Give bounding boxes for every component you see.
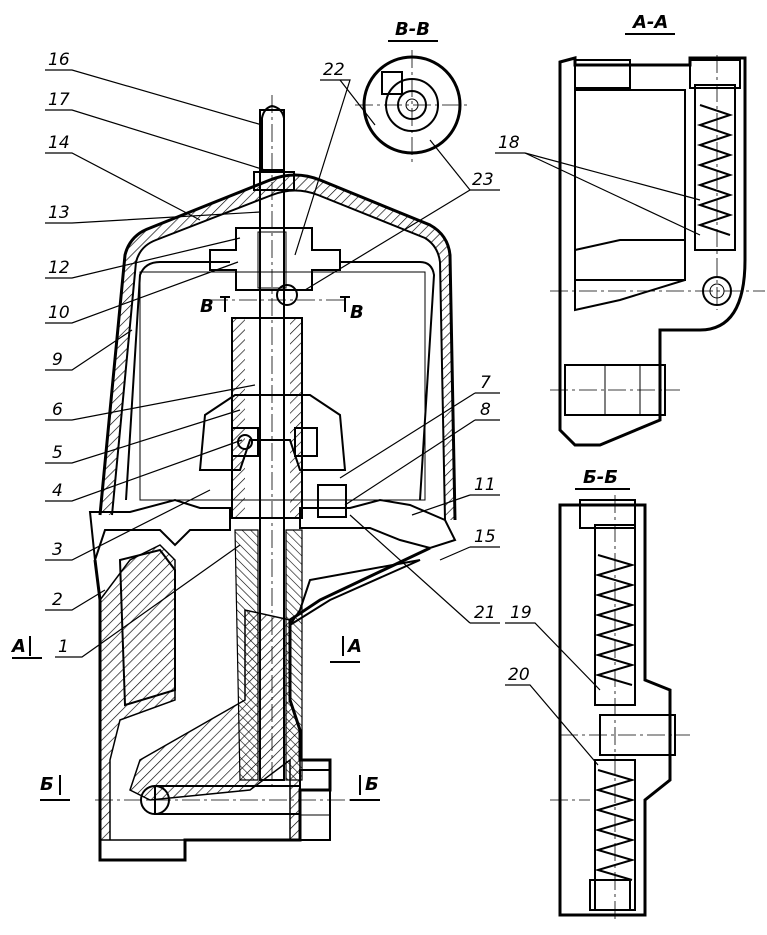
cut-marks: В В А А Б Б: [10, 296, 380, 801]
title-b-b: Б-Б: [583, 467, 618, 488]
cut-a-right: А: [346, 636, 362, 657]
leader-22a: [294, 79, 351, 256]
callout-8: 8: [480, 400, 491, 420]
title-v-v: В-В: [395, 19, 430, 40]
callout-3: 3: [52, 540, 63, 560]
hub-bearing: [231, 427, 259, 457]
aa-top-plug: [689, 59, 741, 89]
upper-bush: [209, 227, 341, 291]
leader-8: [344, 419, 476, 506]
cut-b-left: Б: [40, 774, 54, 795]
housing-hatch: [99, 544, 301, 841]
leader-18a: [524, 152, 701, 201]
top-nut: [261, 104, 285, 171]
leader-6: [45, 384, 256, 421]
callout-1: 1: [58, 637, 69, 657]
housing-channel: [289, 559, 421, 626]
section-v-v-view: [355, 50, 470, 165]
leader-10: [45, 261, 239, 324]
leader-7: [339, 392, 476, 479]
callout-21: 21: [474, 603, 496, 623]
jet-nozzle: [317, 484, 347, 518]
leader-23b: [304, 189, 471, 291]
callout-19: 19: [510, 603, 532, 623]
leader-16: [45, 69, 263, 126]
callout-22: 22: [323, 60, 345, 80]
ball-valve: [276, 284, 298, 306]
bottom-bolt: [299, 769, 331, 841]
section-a-a-view: [550, 55, 765, 447]
callout-12: 12: [48, 258, 70, 278]
aa-spring: [696, 104, 734, 236]
callout-5: 5: [52, 443, 63, 463]
callout-4: 4: [52, 481, 63, 501]
cut-v-left: В: [200, 296, 214, 317]
callout-16: 16: [48, 50, 70, 70]
callout-13: 13: [48, 203, 70, 223]
callout-2: 2: [52, 590, 63, 610]
leader-2: [45, 589, 106, 611]
leader-15: [439, 546, 471, 561]
leader-5: [45, 409, 241, 464]
rotor-hub: [198, 394, 347, 471]
leader-3: [45, 489, 211, 561]
vv-slot: [381, 71, 403, 95]
cut-b-right: Б: [365, 774, 379, 795]
hub-bearing-right: [294, 427, 318, 457]
callout-7: 7: [480, 373, 491, 393]
upper-bush-bore: [257, 231, 287, 289]
aa-cavity: [574, 89, 686, 281]
leader-14: [45, 152, 201, 221]
bb-top-plug: [579, 499, 636, 529]
leader-11: [411, 494, 471, 516]
main-assembly-view: [88, 95, 457, 862]
leader-17: [45, 109, 266, 171]
callout-9: 9: [52, 350, 63, 370]
cap-nut: [253, 171, 295, 191]
callout-20: 20: [508, 665, 530, 685]
cut-v-right: В: [350, 302, 364, 323]
aa-inner-slope: [574, 239, 686, 312]
leader-19: [505, 622, 601, 691]
leader-4: [45, 439, 243, 502]
leader-22b: [339, 79, 376, 126]
leader-23a: [429, 139, 471, 191]
callout-18: 18: [498, 133, 520, 153]
title-a-a: А-А: [631, 12, 668, 33]
callout-17: 17: [48, 90, 70, 110]
aa-left-plug: [574, 59, 631, 89]
callout-10: 10: [48, 303, 70, 323]
callout-15: 15: [474, 527, 496, 547]
shaft-bore-hatch: [234, 529, 303, 781]
callouts: 16 17 14 13 12 10 9 6 5 4 3 2 1: [45, 50, 701, 766]
outer-cap-inner: [111, 189, 446, 521]
callout-14: 14: [48, 133, 70, 153]
leader-20: [505, 684, 599, 766]
bb-bottom-plug: [589, 879, 631, 911]
leader-18b: [524, 152, 701, 236]
callout-6: 6: [52, 400, 63, 420]
leader-13: [45, 211, 261, 224]
callout-23: 23: [472, 170, 494, 190]
housing-cavity: [118, 548, 176, 707]
leader-12: [45, 237, 241, 279]
leader-1: [55, 544, 241, 658]
cut-a-left: А: [10, 636, 26, 657]
filter-element-inner: [139, 271, 426, 501]
base-plate: [88, 498, 231, 561]
aa-body: [558, 56, 747, 447]
base-plate-right: [299, 498, 457, 550]
leader-9: [45, 329, 133, 371]
section-b-b-view: [550, 495, 690, 920]
bb-body: [558, 503, 672, 917]
section-titles: В-В А-А Б-Б: [388, 12, 675, 490]
filter-element: [125, 261, 436, 501]
aa-valve-bore: [694, 84, 736, 251]
callout-11: 11: [474, 475, 496, 495]
center-pillar-hatch: [232, 318, 302, 518]
leader-21: [349, 514, 471, 624]
